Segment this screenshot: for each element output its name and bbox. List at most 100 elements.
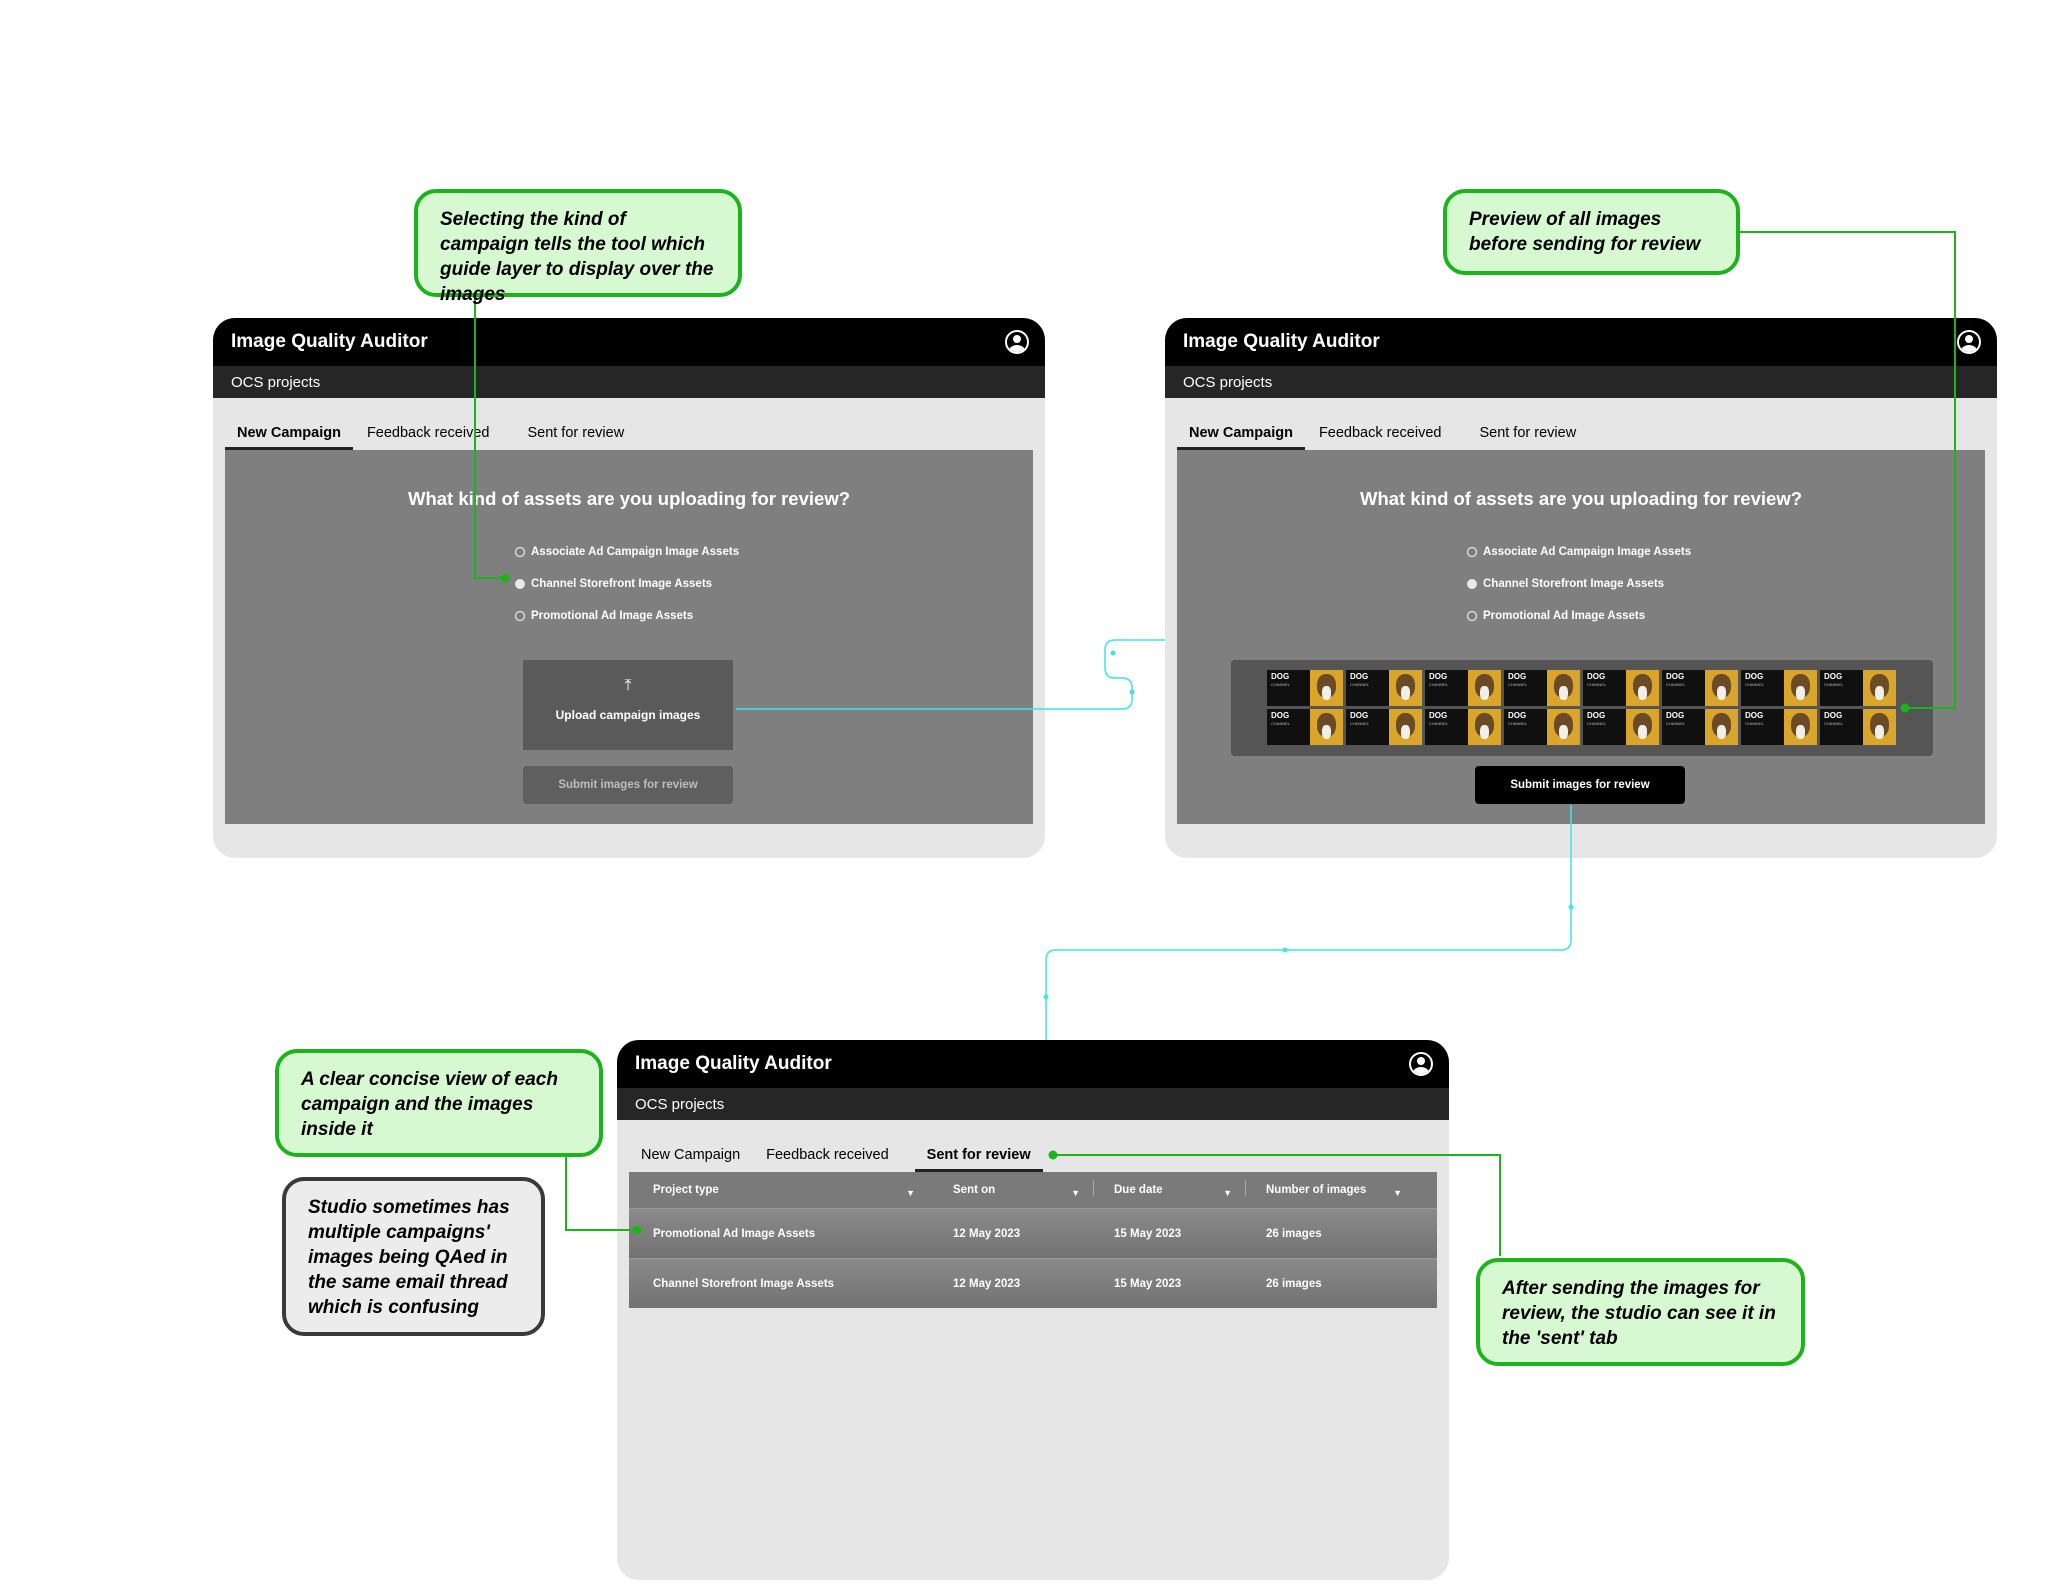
thumbnail-title: DOG: [1666, 672, 1685, 681]
tab-sent-for-review[interactable]: Sent for review: [914, 1147, 1043, 1172]
column-label: Project type: [653, 1184, 719, 1196]
user-avatar-icon[interactable]: [1005, 330, 1029, 354]
dog-photo-icon: [1468, 670, 1501, 706]
radio-option-associate[interactable]: Associate Ad Campaign Image Assets: [1467, 536, 1691, 568]
thumbnail-title: DOG: [1745, 711, 1764, 720]
radio-option-channel-storefront[interactable]: Channel Storefront Image Assets: [1467, 568, 1691, 600]
upload-window: Image Quality Auditor OCS projects New C…: [213, 318, 1045, 858]
tab-new-campaign[interactable]: New Campaign: [1177, 425, 1305, 450]
app-title: Image Quality Auditor: [635, 1053, 832, 1074]
title-bar: Image Quality Auditor: [1165, 318, 1997, 366]
radio-selected-icon[interactable]: [515, 579, 525, 589]
thumbnail-subtitle: CHANNEL: [1745, 682, 1765, 687]
thumbnail-subtitle: CHANNEL: [1271, 721, 1291, 726]
radio-option-channel-storefront[interactable]: Channel Storefront Image Assets: [515, 568, 739, 600]
thumbnail-title: DOG: [1666, 711, 1685, 720]
projects-bar: OCS projects: [213, 366, 1045, 398]
dog-photo-icon: [1863, 670, 1896, 706]
column-header-sent-on[interactable]: Sent on▼: [929, 1180, 1094, 1198]
radio-label: Associate Ad Campaign Image Assets: [1483, 546, 1692, 558]
tab-sent-for-review[interactable]: Sent for review: [527, 425, 625, 441]
thumbnail-subtitle: CHANNEL: [1429, 682, 1449, 687]
app-title: Image Quality Auditor: [1183, 331, 1380, 352]
thumbnail-subtitle: CHANNEL: [1429, 721, 1449, 726]
cell-image-count: 26 images: [1266, 1227, 1322, 1240]
tab-new-campaign[interactable]: New Campaign: [641, 1147, 741, 1163]
sort-caret-icon[interactable]: ▼: [1393, 1188, 1402, 1198]
column-header-project-type[interactable]: Project type ▼: [629, 1184, 929, 1198]
app-title: Image Quality Auditor: [231, 331, 428, 352]
submit-button[interactable]: Submit images for review: [1475, 766, 1685, 804]
sort-caret-icon[interactable]: ▼: [1071, 1188, 1080, 1198]
table-row[interactable]: Promotional Ad Image Assets 12 May 2023 …: [629, 1208, 1437, 1258]
tab-feedback-received[interactable]: Feedback received: [1318, 425, 1442, 441]
radio-label: Promotional Ad Image Assets: [1483, 610, 1646, 622]
projects-label[interactable]: OCS projects: [635, 1095, 725, 1113]
column-header-number-of-images[interactable]: Number of images▼: [1246, 1184, 1416, 1198]
dog-photo-icon: [1863, 709, 1896, 745]
radio-icon[interactable]: [515, 547, 525, 557]
radio-option-promotional[interactable]: Promotional Ad Image Assets: [1467, 600, 1691, 632]
tab-feedback-received[interactable]: Feedback received: [766, 1147, 889, 1163]
user-avatar-icon[interactable]: [1957, 330, 1981, 354]
thumbnail-subtitle: CHANNEL: [1271, 682, 1291, 687]
radio-label: Associate Ad Campaign Image Assets: [531, 546, 740, 558]
projects-label[interactable]: OCS projects: [231, 373, 321, 391]
tab-sent-for-review[interactable]: Sent for review: [1479, 425, 1577, 441]
upload-label: Upload campaign images: [555, 708, 701, 722]
radio-option-associate[interactable]: Associate Ad Campaign Image Assets: [515, 536, 739, 568]
asset-type-options: Associate Ad Campaign Image Assets Chann…: [515, 536, 739, 632]
asset-type-question: What kind of assets are you uploading fo…: [407, 488, 851, 509]
radio-option-promotional[interactable]: Promotional Ad Image Assets: [515, 600, 739, 632]
column-header-due-date[interactable]: Due date▼: [1094, 1180, 1246, 1198]
cell-due-date: 15 May 2023: [1114, 1227, 1182, 1240]
submit-button-disabled[interactable]: Submit images for review: [523, 766, 733, 804]
thumbnail-title: DOG: [1745, 672, 1764, 681]
user-avatar-icon[interactable]: [1409, 1052, 1433, 1076]
table-row[interactable]: Channel Storefront Image Assets 12 May 2…: [629, 1258, 1437, 1308]
dog-photo-icon: [1705, 709, 1738, 745]
upload-dropzone[interactable]: ⤒ Upload campaign images: [523, 660, 733, 750]
sort-caret-icon[interactable]: ▼: [906, 1188, 915, 1198]
radio-icon[interactable]: [1467, 611, 1477, 621]
radio-icon[interactable]: [1467, 547, 1477, 557]
cell-project-type: Channel Storefront Image Assets: [653, 1277, 835, 1290]
sort-caret-icon[interactable]: ▼: [1223, 1188, 1232, 1198]
radio-selected-icon[interactable]: [1467, 579, 1477, 589]
thumbnail-subtitle: CHANNEL: [1666, 721, 1686, 726]
sent-window: Image Quality Auditor OCS projects New C…: [617, 1040, 1449, 1580]
radio-icon[interactable]: [515, 611, 525, 621]
cell-image-count: 26 images: [1266, 1277, 1322, 1290]
tab-feedback-received[interactable]: Feedback received: [366, 425, 490, 441]
upload-panel: What kind of assets are you uploading fo…: [225, 450, 1033, 824]
dog-photo-icon: [1626, 709, 1659, 745]
callout-concise-view: A clear concise view of each campaign an…: [275, 1049, 603, 1157]
sent-table: Project type ▼ Sent on▼ Due date▼ Number …: [629, 1172, 1437, 1572]
thumbnail-subtitle: CHANNEL: [1350, 682, 1370, 687]
thumbnail-title: DOG: [1350, 711, 1369, 720]
dog-photo-icon: [1547, 709, 1580, 745]
tab-new-campaign[interactable]: New Campaign: [225, 425, 353, 450]
preview-window: Image Quality Auditor OCS projects New C…: [1165, 318, 1997, 858]
callout-campaign-kind: Selecting the kind of campaign tells the…: [414, 189, 742, 305]
dog-photo-icon: [1310, 709, 1343, 745]
table-header: Project type ▼ Sent on▼ Due date▼ Number …: [629, 1172, 1437, 1208]
projects-label[interactable]: OCS projects: [1183, 373, 1273, 391]
